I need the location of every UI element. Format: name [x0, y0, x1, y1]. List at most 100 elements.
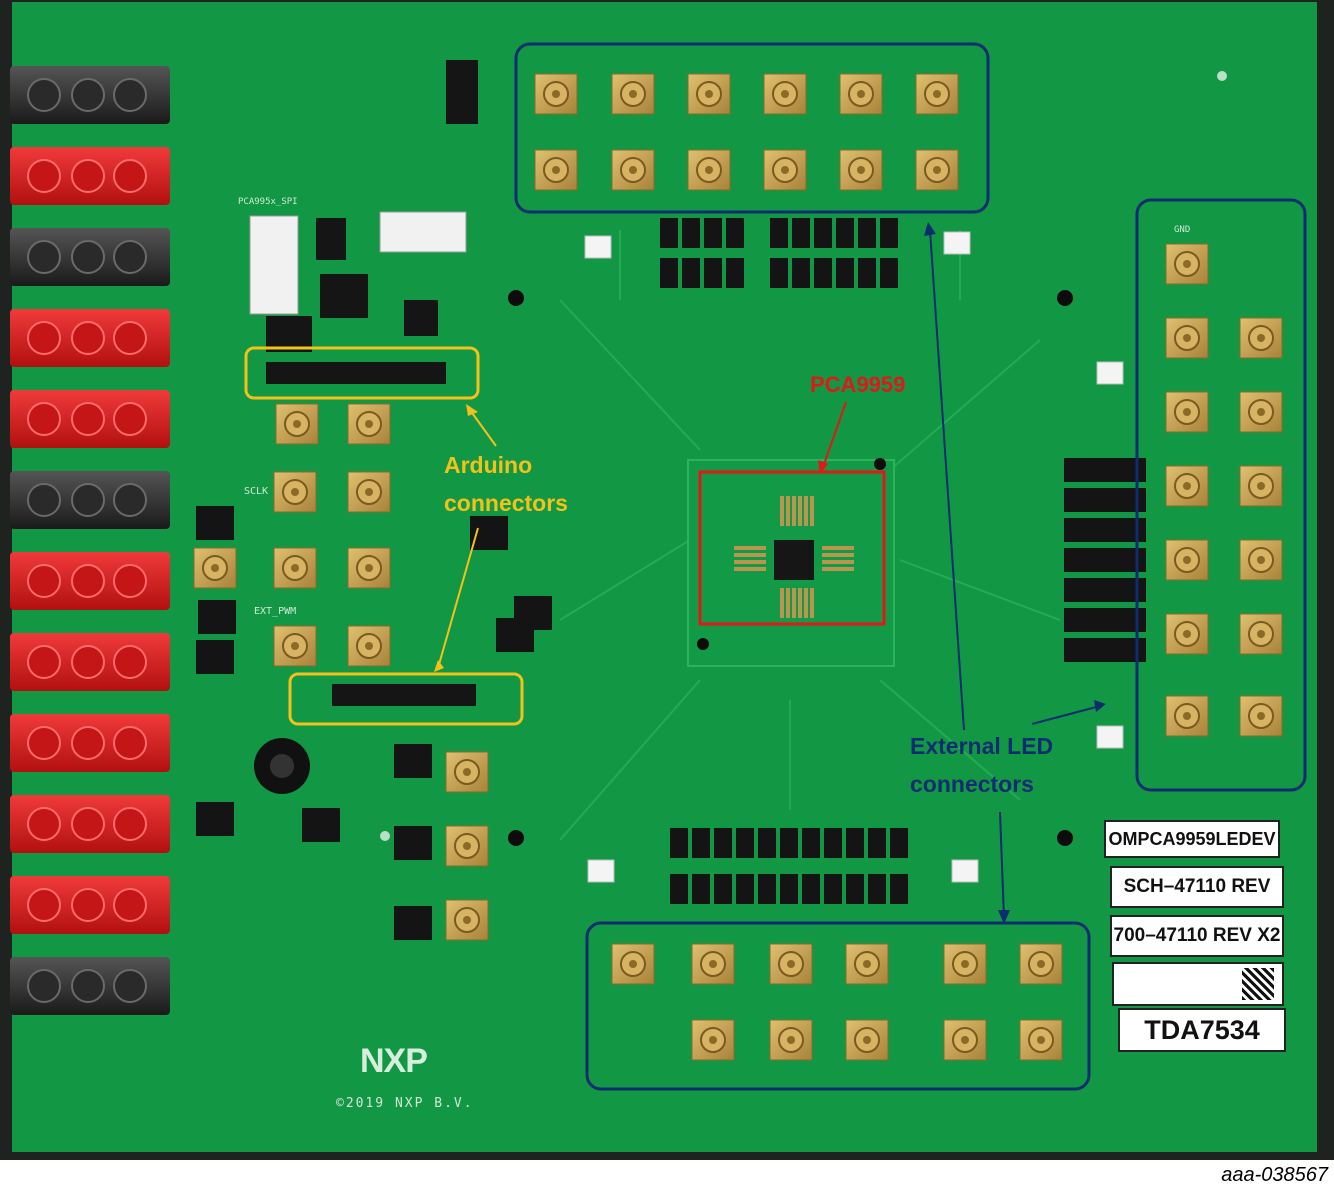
banana-jack [10, 390, 170, 448]
jumper [846, 828, 864, 858]
sma-connector [347, 403, 391, 445]
sma-connector-top [687, 149, 731, 191]
jumper [1064, 608, 1146, 632]
passive-component [822, 553, 854, 557]
sma-connector [193, 547, 237, 589]
arduino-box-top [244, 346, 480, 400]
jumper [770, 218, 788, 248]
passive-component [822, 567, 854, 571]
jumper [836, 218, 854, 248]
silk-spi-header: PCA995x_SPI [238, 197, 298, 207]
jumper [758, 874, 776, 904]
sma-connector-bottom [1019, 943, 1063, 985]
board-label-tda7534: TDA7534 [1118, 1008, 1286, 1052]
banana-jack [10, 147, 170, 205]
passive-component [792, 588, 796, 618]
banana-jack [10, 309, 170, 367]
sma-connector-right [1165, 391, 1209, 433]
rgb-led-pads [584, 231, 1124, 883]
jumper [302, 808, 340, 842]
jumper [196, 640, 234, 674]
banana-jack [10, 66, 170, 124]
jumper [714, 874, 732, 904]
jumper [196, 802, 234, 836]
jumper [770, 258, 788, 288]
external-sma-connectors [534, 73, 1283, 1061]
sma-connector-right [1239, 465, 1283, 507]
passive-component [810, 496, 814, 526]
jumper [1064, 488, 1146, 512]
sma-connector-right [1165, 613, 1209, 655]
pcb-traces [559, 230, 1061, 841]
jumper [198, 600, 236, 634]
annotation-arrows [437, 229, 1101, 919]
jumper [868, 828, 886, 858]
jumper [496, 618, 534, 652]
sma-connector-bottom [769, 1019, 813, 1061]
sma-connector-bottom [1019, 1019, 1063, 1061]
jumper [858, 218, 876, 248]
jumper [880, 258, 898, 288]
sma-connector-top [915, 73, 959, 115]
jumper [394, 826, 432, 860]
jumper [792, 218, 810, 248]
jumper [814, 218, 832, 248]
jumper [736, 828, 754, 858]
jumper [824, 874, 842, 904]
external-connectors-box-bottom [585, 921, 1091, 1091]
banana-jack [10, 714, 170, 772]
passive-component [810, 588, 814, 618]
board-qr-sticker [1112, 962, 1284, 1006]
external-led-label-line2: connectors [910, 771, 1034, 797]
sma-connector-right [1239, 391, 1283, 433]
jumper [670, 874, 688, 904]
jumper [704, 218, 722, 248]
jumper [858, 258, 876, 288]
sma-connector [273, 547, 317, 589]
jumper [394, 744, 432, 778]
banana-jack [10, 471, 170, 529]
external-led-label-line1: External LED [910, 733, 1054, 759]
sma-connector-right [1165, 243, 1209, 285]
passive-component [780, 496, 784, 526]
arduino-header-bottom [332, 684, 476, 706]
banana-jack [10, 957, 170, 1015]
banana-jack [10, 795, 170, 853]
jumper [1064, 548, 1146, 572]
sma-connector-top [687, 73, 731, 115]
sma-connector-right [1239, 539, 1283, 581]
figure-id: aaa-038567 [1221, 1164, 1328, 1186]
sma-connector [347, 625, 391, 667]
jumper [1064, 518, 1146, 542]
sma-connector-right [1239, 317, 1283, 359]
jumper [792, 258, 810, 288]
external-connectors-box-right [1135, 198, 1307, 792]
sma-connector [347, 547, 391, 589]
passive-component [792, 496, 796, 526]
sma-connector-top [763, 73, 807, 115]
sma-connector [273, 471, 317, 513]
jumper-blocks [196, 218, 1146, 940]
jumper [890, 874, 908, 904]
jumper [880, 218, 898, 248]
sma-connector-bottom [769, 943, 813, 985]
spi-header [249, 60, 478, 352]
sma-connector-bottom [845, 1019, 889, 1061]
jumper [692, 828, 710, 858]
sma-connector-top [763, 149, 807, 191]
sma-connector-right [1165, 465, 1209, 507]
sma-connector [275, 403, 319, 445]
mounting-holes [380, 71, 1227, 846]
sma-connector [445, 825, 489, 867]
banana-jack-column [10, 66, 170, 1015]
passive-component [780, 588, 784, 618]
silk-gnd: GND [1174, 225, 1191, 235]
jumper [1064, 578, 1146, 602]
sma-connector-bottom [691, 943, 735, 985]
sma-connector-bottom [845, 943, 889, 985]
jumper [1064, 458, 1146, 482]
board-label-sch: SCH–47110 REV A1 [1110, 866, 1284, 935]
sma-connector [445, 751, 489, 793]
jumper [802, 828, 820, 858]
